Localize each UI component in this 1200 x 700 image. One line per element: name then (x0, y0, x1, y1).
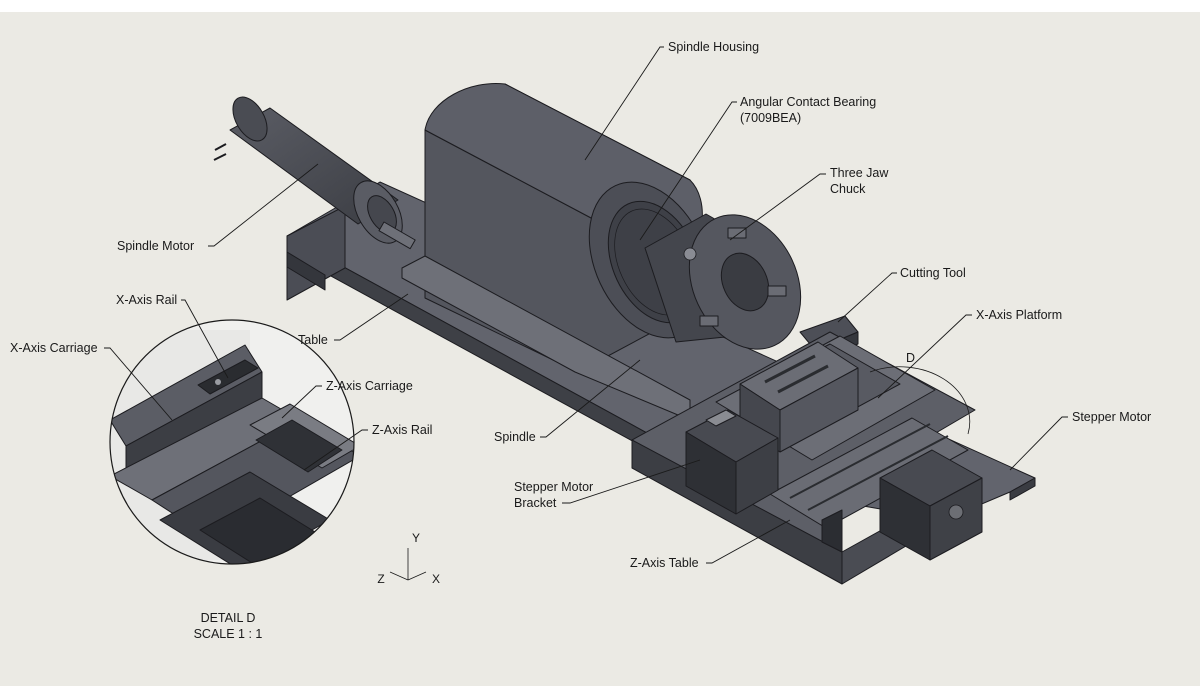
detail-caption: DETAIL D SCALE 1 : 1 (194, 611, 263, 641)
detail-marker-label: D (906, 351, 915, 365)
label-bearing-part-number: (7009BEA) (740, 111, 801, 125)
spindle-motor (213, 96, 416, 250)
label-table: Table (298, 333, 328, 347)
label-stepper-motor-bracket-line1: Stepper Motor (514, 480, 593, 494)
label-spindle-motor: Spindle Motor (117, 239, 194, 253)
label-z-axis-carriage: Z-Axis Carriage (326, 379, 413, 393)
axis-x-label: X (432, 572, 440, 586)
detail-title: DETAIL D (201, 611, 256, 625)
label-chuck: Chuck (830, 182, 866, 196)
bottom-margin (0, 686, 1200, 700)
axis-triad: Y Z X (377, 531, 440, 586)
label-angular-contact-bearing: Angular Contact Bearing (740, 95, 876, 109)
callout-labels: Spindle Housing Angular Contact Bearing … (10, 40, 1151, 570)
label-stepper-motor-bracket-line2: Bracket (514, 496, 557, 510)
label-three-jaw: Three Jaw (830, 166, 889, 180)
detail-d-reference: D (869, 351, 971, 435)
label-spindle: Spindle (494, 430, 536, 444)
detail-scale: SCALE 1 : 1 (194, 627, 263, 641)
label-x-axis-rail: X-Axis Rail (116, 293, 177, 307)
detail-d-view (109, 319, 355, 565)
leader-lines (104, 46, 1068, 564)
label-z-axis-table: Z-Axis Table (630, 556, 699, 570)
label-x-axis-carriage: X-Axis Carriage (10, 341, 98, 355)
stepper-motor-z (685, 409, 779, 515)
stepper-motor-x (879, 449, 983, 561)
three-jaw-chuck (644, 213, 802, 350)
label-z-axis-rail: Z-Axis Rail (372, 423, 432, 437)
label-cutting-tool: Cutting Tool (900, 266, 966, 280)
label-spindle-housing: Spindle Housing (668, 40, 759, 54)
label-stepper-motor: Stepper Motor (1072, 410, 1151, 424)
label-x-axis-platform: X-Axis Platform (976, 308, 1062, 322)
axis-y-label: Y (412, 531, 420, 545)
axis-z-label: Z (377, 572, 384, 586)
top-margin (0, 0, 1200, 12)
